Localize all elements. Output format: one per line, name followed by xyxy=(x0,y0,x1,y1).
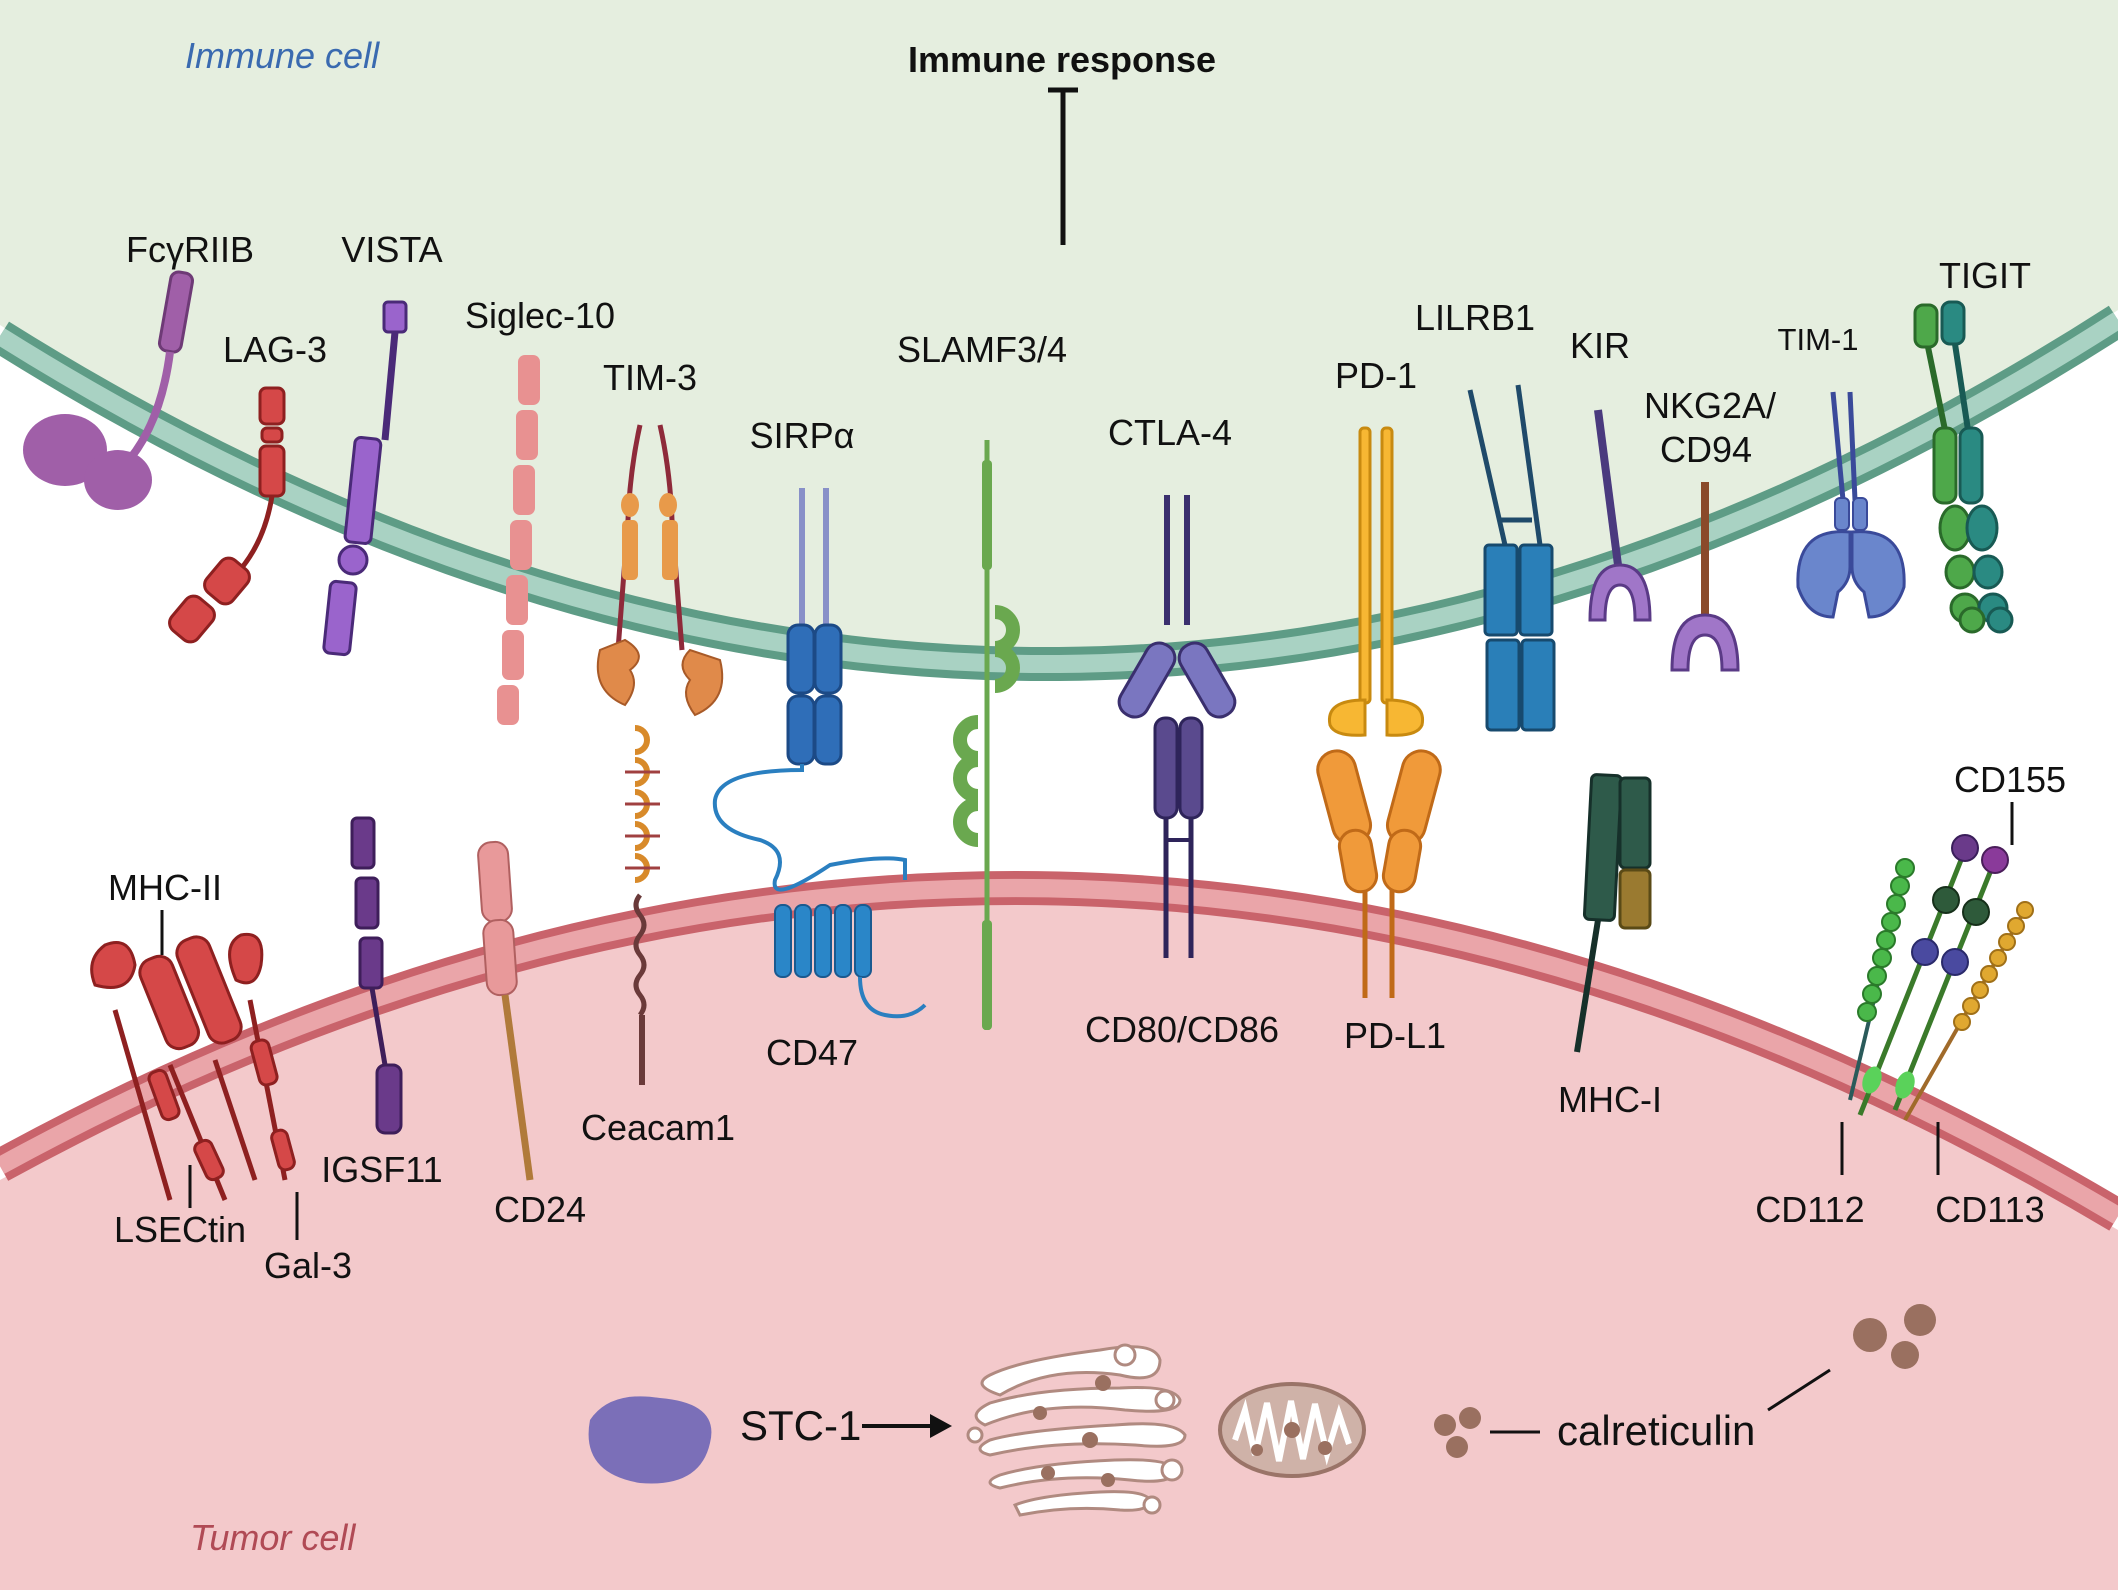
ceacam1-ligand-icon xyxy=(625,725,660,1085)
tumor-cell-label: Tumor cell xyxy=(190,1517,356,1558)
cd24-ligand-icon xyxy=(477,840,534,1181)
immune-cell-label: Immune cell xyxy=(185,35,380,76)
kir-label: KIR xyxy=(1570,325,1630,366)
ctla4-label: CTLA-4 xyxy=(1108,412,1232,453)
calreticulin-label: calreticulin xyxy=(1557,1407,1755,1454)
extracellular-space xyxy=(0,310,2118,1250)
tumor-cell-cytoplasm xyxy=(0,901,2118,1590)
fcgriib-receptor-icon xyxy=(23,270,195,510)
calreticulin-granules-icon xyxy=(1434,1407,1481,1458)
er-granules-icon xyxy=(1033,1375,1115,1487)
igsf11-ligand-icon xyxy=(350,816,403,1135)
vista-label: VISTA xyxy=(341,229,442,270)
lag3-receptor-icon xyxy=(168,386,286,644)
siglec10-receptor-icon xyxy=(497,355,540,725)
nkg2a-label-line2: CD94 xyxy=(1660,429,1752,470)
cd155-label: CD155 xyxy=(1954,759,2066,800)
ceacam1-label: Ceacam1 xyxy=(581,1107,735,1148)
cd80-label: CD80/CD86 xyxy=(1085,1009,1279,1050)
pdl1-ligand-icon xyxy=(1316,749,1442,998)
sirpa-label: SIRPα xyxy=(750,415,855,456)
ctla4-receptor-icon xyxy=(1117,495,1237,719)
fcgriib-label: FcγRIIB xyxy=(126,229,254,270)
cd47-label: CD47 xyxy=(766,1032,858,1073)
calreticulin-secretion-leader xyxy=(1767,1368,1831,1412)
stc1-label: STC-1 xyxy=(740,1402,861,1449)
arrow-icon xyxy=(862,1414,952,1438)
tim3-receptor-icon xyxy=(596,424,724,717)
cd113-label: CD113 xyxy=(1935,1189,2044,1230)
nkg2a-receptor-icon xyxy=(1670,482,1740,672)
lilrb1-label: LILRB1 xyxy=(1415,297,1535,338)
tigit-receptor-icon xyxy=(1913,300,2014,634)
lilrb1-receptor-icon xyxy=(1467,384,1556,732)
tim1-receptor-icon xyxy=(1796,391,1906,619)
mitochondrion-icon xyxy=(1218,1382,1366,1478)
tigit-label: TIGIT xyxy=(1939,255,2031,296)
kir-receptor-icon xyxy=(1588,409,1652,622)
secreted-calreticulin-icon xyxy=(1853,1304,1936,1369)
tim1-label: TIM-1 xyxy=(1778,322,1859,357)
cd47-ligand-icon xyxy=(712,764,927,1019)
sirpa-receptor-icon xyxy=(786,488,843,766)
tim3-label: TIM-3 xyxy=(603,357,697,398)
pd1-receptor-icon xyxy=(1327,426,1425,737)
lag3-label: LAG-3 xyxy=(223,329,327,370)
lsectin-label: LSECtin xyxy=(114,1209,246,1250)
mhc1-ligand-icon xyxy=(1574,773,1652,1053)
slamf-receptor-icon xyxy=(953,440,1020,1030)
pd1-label: PD-1 xyxy=(1335,355,1417,396)
cd80-ligand-icon xyxy=(1153,716,1204,958)
igsf11-label: IGSF11 xyxy=(321,1149,442,1190)
pdl1-label: PD-L1 xyxy=(1344,1015,1446,1056)
immune-cell-membrane xyxy=(0,305,2118,682)
mhc1-label: MHC-I xyxy=(1558,1079,1662,1120)
nectin-ligands-icon xyxy=(1848,834,2034,1121)
immune-response-label: Immune response xyxy=(908,39,1216,80)
cd24-label: CD24 xyxy=(494,1189,586,1230)
mhc2-label: MHC-II xyxy=(108,867,222,908)
gal3-label: Gal-3 xyxy=(264,1245,352,1286)
vista-receptor-icon xyxy=(322,300,408,657)
nkg2a-label-line1: NKG2A/ xyxy=(1644,385,1776,426)
tumor-cell-membrane xyxy=(0,871,2118,1231)
stc1-protein-icon xyxy=(588,1396,712,1484)
inhibition-arrow-icon xyxy=(1048,87,1078,245)
slamf-label: SLAMF3/4 xyxy=(897,329,1067,370)
cd112-label: CD112 xyxy=(1755,1189,1864,1230)
mhc2-ligand-icon xyxy=(90,932,296,1201)
siglec10-label: Siglec-10 xyxy=(465,295,615,336)
